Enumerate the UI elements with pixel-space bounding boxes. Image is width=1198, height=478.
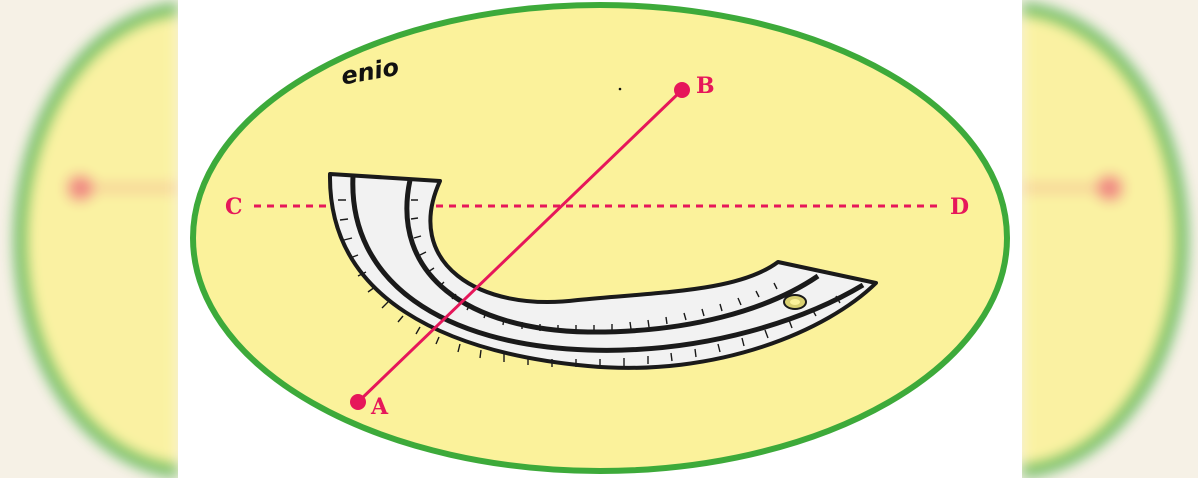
- ruler-inner-stripe: [404, 179, 820, 335]
- point-d-label: D: [950, 194, 969, 220]
- blurred-left-edge: [0, 0, 178, 478]
- point-a-dot: [350, 394, 366, 410]
- solid-line-ab: [356, 88, 684, 404]
- ruler-outer-ticks: [338, 199, 841, 367]
- point-b-dot: [674, 82, 690, 98]
- ruler-outer-stripe: [350, 175, 865, 353]
- ellipse-background: [190, 2, 1010, 474]
- blurred-left-ellipse: [15, 3, 178, 477]
- blurred-right-dot: [1098, 176, 1122, 200]
- ruler-outer-band: [327, 172, 878, 370]
- main-diagram-panel: enio: [178, 0, 1022, 478]
- ruler-hole-center: [790, 299, 800, 305]
- blurred-left-art: [15, 3, 178, 477]
- blurred-right-art: [1022, 3, 1187, 477]
- point-c-label: C: [225, 194, 243, 220]
- blurred-left-dot: [68, 176, 92, 200]
- point-a-label: A: [370, 394, 389, 420]
- semicircular-ruler-icon: [327, 172, 878, 370]
- blurred-right-ellipse: [1022, 3, 1187, 477]
- stray-dot: [618, 87, 622, 91]
- point-b-label: B: [696, 73, 715, 99]
- blurred-right-edge: [1022, 0, 1198, 478]
- diagram-canvas: enio: [190, 2, 1010, 474]
- ruler-inner-ticks: [410, 199, 778, 332]
